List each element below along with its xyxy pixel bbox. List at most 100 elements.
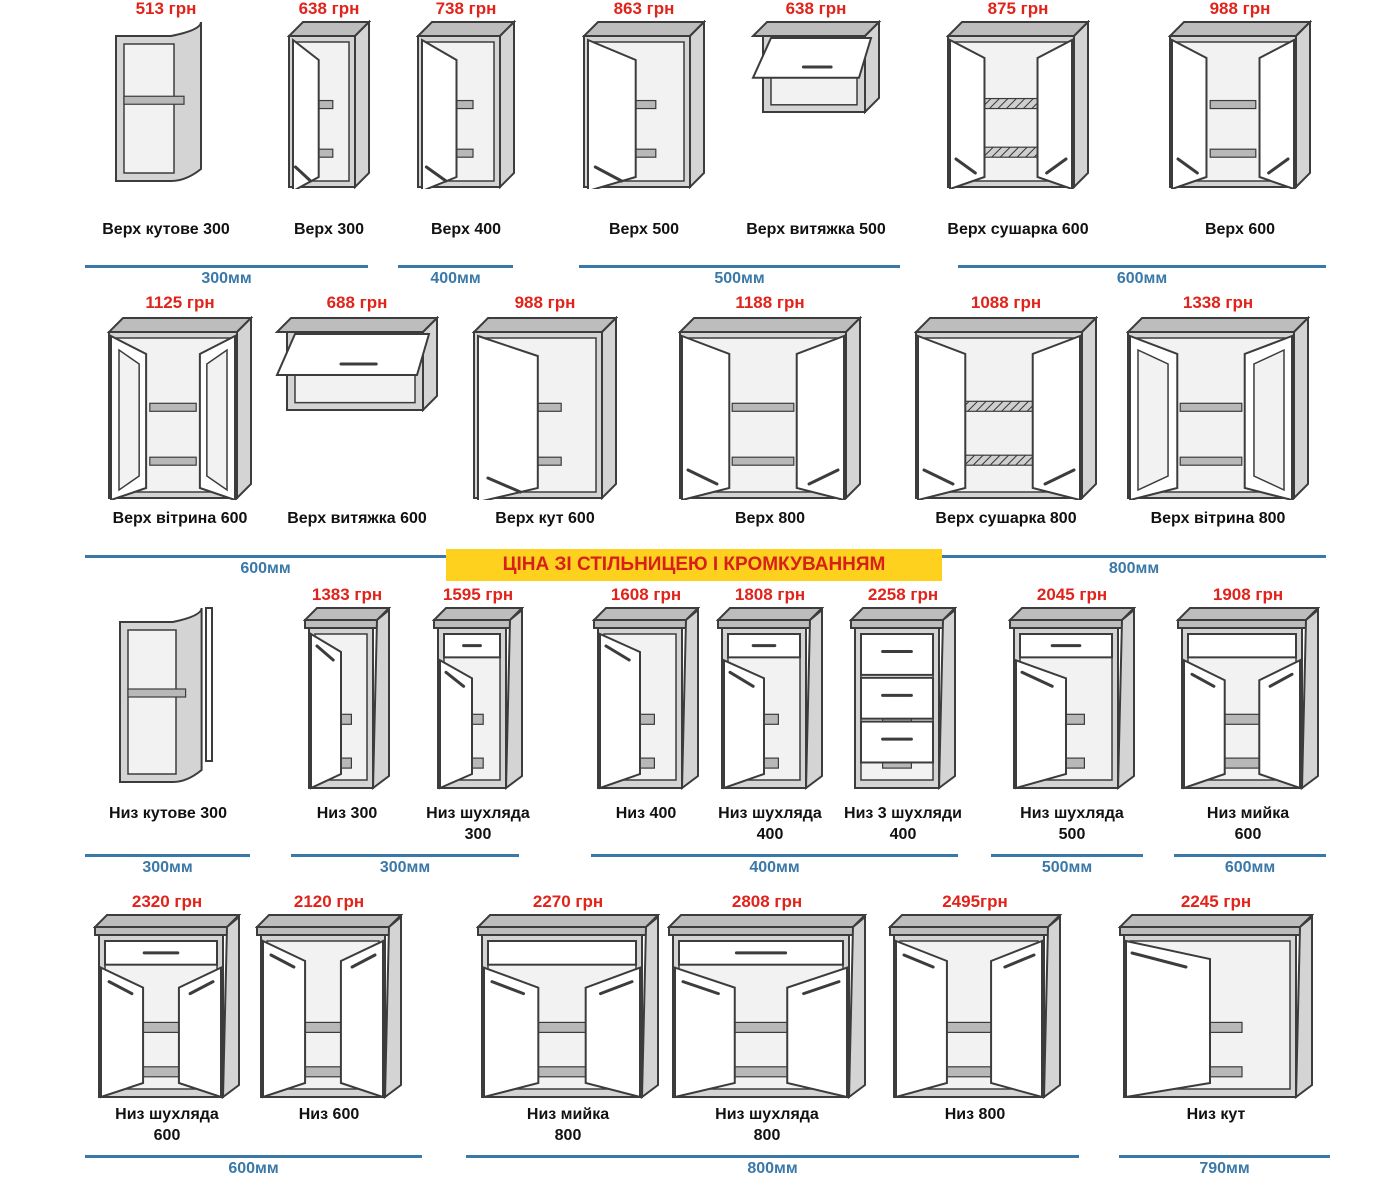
cabinet-name: Низ мийка 800 (526, 1106, 610, 1144)
cabinet-name: Низ 3 шухляди 400 (844, 805, 962, 843)
cabinet-name: Верх витяжка 500 (746, 221, 886, 238)
price-label: 988 грн (1209, 0, 1271, 18)
dimension-line (942, 555, 1326, 558)
dimension-text: 300мм (142, 859, 193, 876)
cabinet-drawing (849, 607, 957, 790)
price-label: 2120 грн (293, 892, 365, 911)
dimension-text: 800мм (1108, 560, 1160, 577)
cabinet-name: Низ шухляда 600 (115, 1106, 219, 1144)
price-label: 1808 грн (734, 585, 806, 604)
cabinet-drawing (914, 316, 1098, 500)
dimension-text: 300мм (201, 270, 252, 287)
width-dimension: 800мм (942, 555, 1326, 577)
cabinet-drawing (275, 316, 439, 412)
dimension-line (85, 1155, 422, 1158)
dimension-text: 300мм (379, 859, 431, 876)
dimension-text: 600мм (1116, 270, 1168, 287)
cabinet-drawing (1008, 607, 1136, 790)
dimension-text: 400мм (749, 859, 800, 876)
price-label: 1608 грн (610, 585, 682, 604)
price-banner: ЦІНА ЗІ СТІЛЬНИЦЕЮ І КРОМКУВАННЯМ (446, 549, 942, 581)
dimension-text: 600мм (240, 560, 291, 577)
price-label: 875 грн (987, 0, 1049, 18)
width-dimension: 300мм (85, 265, 368, 287)
width-dimension: 600мм (85, 555, 446, 577)
cabinet-name: Низ 300 (316, 805, 378, 822)
price-label: 2270 грн (532, 892, 604, 911)
cabinet-drawing (751, 20, 881, 114)
price-label: 738 грн (435, 0, 497, 18)
cabinet-drawing (416, 20, 516, 189)
cabinet-name: Низ шухляда 800 (715, 1106, 819, 1144)
price-label: 1908 грн (1212, 585, 1284, 604)
price-label: 1383 грн (311, 585, 383, 604)
width-dimension: 600мм (958, 265, 1326, 287)
dimension-line (85, 854, 250, 857)
dimension-text: 500мм (714, 270, 765, 287)
dimension-line (398, 265, 513, 268)
dimension-line (991, 854, 1143, 857)
price-label: 1125 грн (145, 293, 215, 312)
price-label: 2258 грн (867, 585, 939, 604)
cabinet-name: Верх сушарка 600 (947, 221, 1089, 238)
price-label: 863 грн (613, 0, 675, 18)
price-label: 2320 грн (131, 892, 203, 911)
dimension-text: 600мм (1224, 859, 1276, 876)
cabinet-drawing (93, 914, 241, 1099)
dimension-line (85, 265, 368, 268)
cabinet-name: Верх вітрина 600 (112, 510, 248, 527)
dimension-line (579, 265, 900, 268)
cabinet-name: Верх 300 (293, 221, 365, 238)
width-dimension: 500мм (579, 265, 900, 287)
price-label: 638 грн (785, 0, 847, 18)
cabinet-name: Верх витяжка 600 (287, 510, 427, 527)
cabinet-name: Низ 600 (298, 1106, 360, 1123)
width-dimension: 300мм (291, 854, 519, 876)
cabinet-drawing (476, 914, 660, 1099)
price-label: 688 грн (326, 293, 388, 312)
dimension-line (291, 854, 519, 857)
cabinet-drawing (255, 914, 403, 1099)
price-label: 638 грн (298, 0, 360, 18)
cabinet-drawing (1168, 20, 1312, 189)
cabinet-drawing (432, 607, 524, 790)
cabinet-item: Низ кутове 300 (73, 586, 263, 847)
dimension-line (1119, 1155, 1330, 1158)
cabinet-drawing (667, 914, 867, 1099)
cabinet-name: Низ кут (1186, 1106, 1246, 1123)
width-dimension: 500мм (991, 854, 1143, 876)
width-dimension: 790мм (1119, 1155, 1330, 1177)
cabinet-name: Низ мийка 600 (1206, 805, 1290, 843)
width-dimension: 600мм (85, 1155, 422, 1177)
price-label: 2495грн (942, 892, 1008, 911)
price-label: 988 грн (514, 293, 576, 312)
dimension-text: 800мм (747, 1160, 798, 1177)
cabinet-drawing (582, 20, 706, 189)
dimension-line (591, 854, 958, 857)
cabinet-name: Верх вітрина 800 (1150, 510, 1286, 527)
price-label: 1088 грн (970, 293, 1042, 312)
dimension-text: 790мм (1199, 1160, 1250, 1177)
width-dimension: 300мм (85, 854, 250, 876)
cabinet-name: Низ шухляда 500 (1020, 805, 1124, 843)
cabinet-drawing (678, 316, 862, 500)
dimension-line (1174, 854, 1326, 857)
